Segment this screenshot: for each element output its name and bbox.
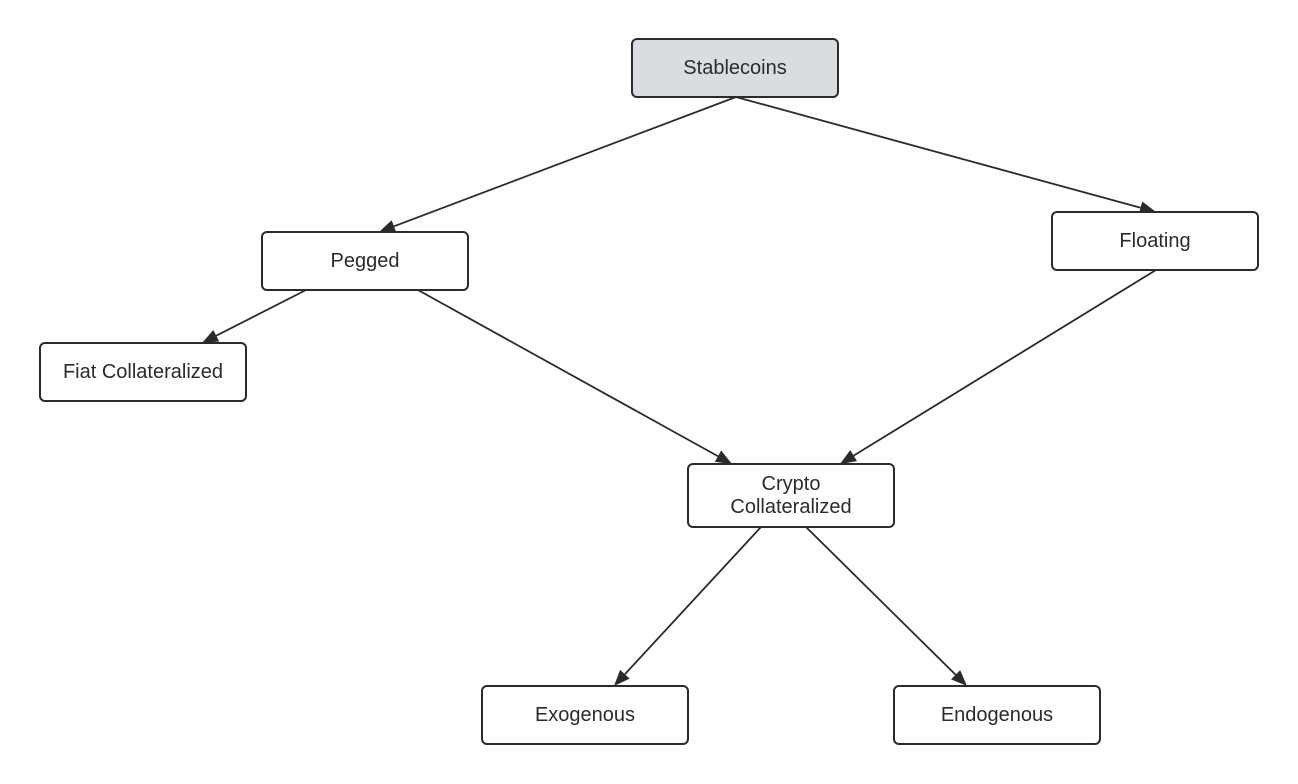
edge-pegged-to-crypto — [417, 289, 732, 464]
node-label: Exogenous — [535, 704, 635, 726]
node-box — [687, 463, 895, 528]
arrowhead-icon — [714, 450, 732, 464]
arrowhead-icon — [840, 450, 858, 464]
node-floating: Floating — [1051, 211, 1259, 271]
edge-floating-to-crypto — [840, 269, 1157, 464]
node-box — [893, 685, 1101, 745]
node-label: Stablecoins — [683, 57, 786, 79]
node-stablecoins: Stablecoins — [631, 38, 839, 98]
arrowhead-icon — [1138, 201, 1156, 215]
edge-line — [215, 289, 307, 337]
node-fiat: Fiat Collateralized — [39, 342, 247, 402]
edge-pegged-to-fiat — [202, 289, 307, 343]
node-label: Floating — [1119, 230, 1190, 252]
edge-line — [805, 526, 957, 676]
arrowhead-icon — [202, 329, 220, 343]
edge-stablecoins-to-pegged — [379, 96, 737, 233]
edge-line — [417, 289, 719, 458]
edge-stablecoins-to-floating — [735, 96, 1156, 215]
node-label: Fiat Collateralized — [63, 361, 223, 383]
node-box — [1051, 211, 1259, 271]
edge-line — [735, 96, 1141, 209]
node-label: Collateralized — [730, 496, 851, 518]
node-label: Endogenous — [941, 704, 1053, 726]
node-box — [39, 342, 247, 402]
arrowhead-icon — [614, 669, 630, 686]
node-box — [631, 38, 839, 98]
node-box — [261, 231, 469, 291]
edge-line — [853, 269, 1157, 457]
edge-line — [624, 526, 762, 675]
edge-crypto-to-exogenous — [614, 526, 762, 686]
arrowhead-icon — [379, 220, 397, 233]
arrowhead-icon — [951, 670, 967, 686]
node-label: Pegged — [331, 250, 400, 272]
edges-layer — [202, 96, 1157, 686]
edge-line — [393, 96, 737, 228]
node-box — [481, 685, 689, 745]
node-exogenous: Exogenous — [481, 685, 689, 745]
node-label: Crypto — [762, 473, 821, 495]
node-pegged: Pegged — [261, 231, 469, 291]
node-endogenous: Endogenous — [893, 685, 1101, 745]
edge-crypto-to-endogenous — [805, 526, 967, 686]
